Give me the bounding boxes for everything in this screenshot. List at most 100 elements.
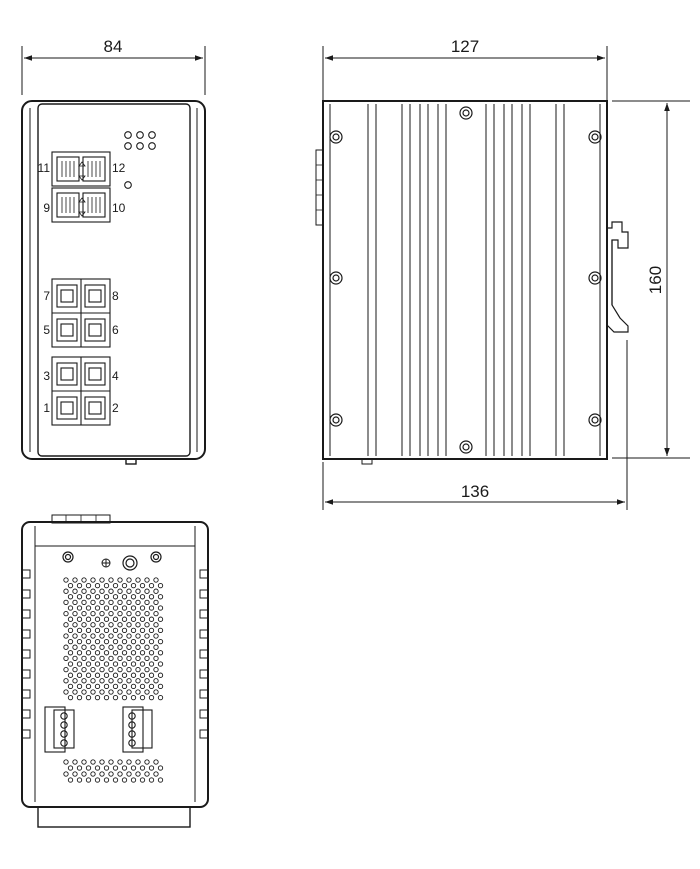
vent-hole xyxy=(90,771,96,777)
vent-hole xyxy=(135,633,141,639)
vent-hole xyxy=(126,689,132,695)
vent-hole xyxy=(117,622,123,628)
vent-hole xyxy=(108,577,114,583)
vent-hole xyxy=(67,638,74,645)
vent-hole xyxy=(103,694,110,701)
vent-hole xyxy=(153,644,159,650)
bottom-front-bezel xyxy=(37,806,191,828)
vent-hole xyxy=(135,689,141,695)
vent-hole xyxy=(139,683,146,690)
vent-hole xyxy=(76,661,83,667)
vent-hole xyxy=(117,577,123,583)
vent-hole xyxy=(99,633,105,639)
vent-hole xyxy=(126,577,132,583)
vent-hole xyxy=(126,610,132,617)
vent-hole xyxy=(103,627,110,634)
vent-hole xyxy=(72,577,78,583)
vent-hole xyxy=(63,655,69,662)
vent-hole xyxy=(121,594,128,600)
port-label-11: 11 xyxy=(38,161,51,175)
vent-hole xyxy=(67,672,74,678)
vent-hole xyxy=(121,661,128,667)
vent-hole xyxy=(117,644,123,650)
vent-hole xyxy=(90,577,96,583)
vent-hole xyxy=(126,599,132,606)
vent-hole xyxy=(126,666,132,673)
port-label-10: 10 xyxy=(112,201,126,215)
vent-hole xyxy=(121,616,128,622)
vent-hole xyxy=(94,638,101,645)
vent-hole xyxy=(139,582,146,589)
vent-hole xyxy=(139,672,146,678)
vent-hole xyxy=(76,672,83,678)
bottom-screws xyxy=(62,551,162,571)
vent-hole xyxy=(103,582,110,589)
vent-hole xyxy=(157,661,164,667)
vent-hole xyxy=(144,759,150,765)
vent-hole xyxy=(144,588,150,594)
vent-hole xyxy=(103,638,110,645)
vent-hole xyxy=(90,588,96,594)
dimension-front-width: 84 xyxy=(21,37,206,95)
vent-hole xyxy=(157,582,164,589)
vent-hole xyxy=(139,594,146,600)
side-front-connector xyxy=(315,149,324,226)
vent-hole xyxy=(126,759,132,765)
vent-hole xyxy=(85,616,92,622)
vent-hole xyxy=(72,622,78,628)
vent-hole xyxy=(148,582,155,589)
vent-hole xyxy=(90,622,96,628)
bottom-side-fins xyxy=(22,569,208,739)
vent-hole xyxy=(130,672,137,678)
vent-hole xyxy=(153,577,159,583)
vent-hole xyxy=(94,582,101,589)
vent-hole xyxy=(72,610,78,617)
vent-hole xyxy=(112,694,119,701)
din-rail-clip xyxy=(606,221,629,333)
vent-hole xyxy=(72,644,78,650)
side-housing xyxy=(322,100,608,460)
ground-symbol-icon xyxy=(101,558,111,568)
vent-hole xyxy=(76,650,83,656)
port-label-5: 5 xyxy=(43,323,50,337)
vent-hole xyxy=(130,582,137,589)
vent-hole xyxy=(126,644,132,650)
vent-hole xyxy=(135,666,141,673)
vent-hole xyxy=(148,627,155,634)
vent-hole xyxy=(103,650,110,656)
vent-hole xyxy=(94,672,101,678)
vent-hole xyxy=(76,777,83,783)
vent-hole xyxy=(76,605,83,611)
port-label-4: 4 xyxy=(112,369,119,383)
vent-hole xyxy=(117,771,123,777)
vent-hole xyxy=(112,582,119,589)
vent-hole xyxy=(103,661,110,667)
vent-hole xyxy=(144,644,150,650)
vent-hole xyxy=(135,599,141,606)
vent-hole xyxy=(117,599,123,606)
vent-hole xyxy=(90,759,96,765)
vent-hole xyxy=(157,777,164,783)
vent-hole xyxy=(144,622,150,628)
vent-hole xyxy=(76,594,83,600)
vent-hole xyxy=(85,672,92,678)
vent-hole xyxy=(103,594,110,600)
cooling-fins xyxy=(329,104,601,456)
vent-hole xyxy=(157,694,164,701)
vent-hole xyxy=(99,599,105,606)
vent-hole xyxy=(117,666,123,673)
vent-hole xyxy=(81,610,87,617)
vent-hole xyxy=(121,672,128,678)
vent-hole xyxy=(148,683,155,690)
vent-hole xyxy=(148,594,155,600)
vent-hole xyxy=(153,666,159,673)
vent-hole xyxy=(153,689,159,695)
vent-hole xyxy=(139,638,146,645)
vent-hole xyxy=(67,605,74,611)
vent-hole xyxy=(112,661,119,667)
vent-hole xyxy=(90,610,96,617)
vent-hole xyxy=(85,638,92,645)
vent-hole xyxy=(81,588,87,594)
vent-hole xyxy=(157,650,164,656)
vent-hole xyxy=(90,644,96,650)
